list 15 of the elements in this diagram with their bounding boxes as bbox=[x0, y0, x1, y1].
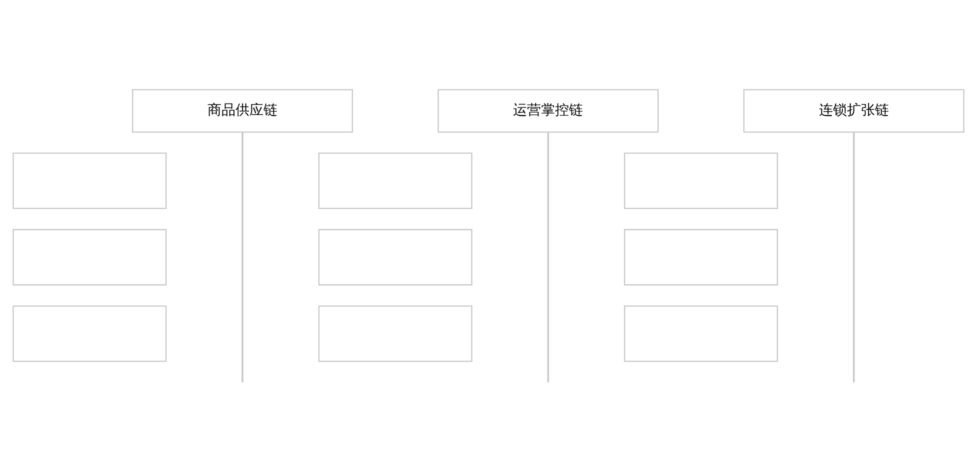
node-box bbox=[624, 152, 778, 209]
node-box bbox=[318, 304, 472, 362]
connector bbox=[547, 132, 550, 382]
node-box bbox=[624, 304, 778, 362]
node-box bbox=[624, 228, 778, 285]
node-box bbox=[12, 304, 167, 362]
node-box: 商品供应链 bbox=[132, 88, 353, 132]
node-box: 运营掌控链 bbox=[438, 88, 659, 132]
node-box bbox=[12, 152, 167, 209]
node-box bbox=[318, 152, 472, 209]
connector bbox=[242, 132, 244, 382]
connector bbox=[852, 132, 855, 382]
node-box bbox=[318, 228, 472, 285]
node-box bbox=[12, 228, 167, 285]
node-box: 连锁扩张链 bbox=[743, 88, 964, 132]
